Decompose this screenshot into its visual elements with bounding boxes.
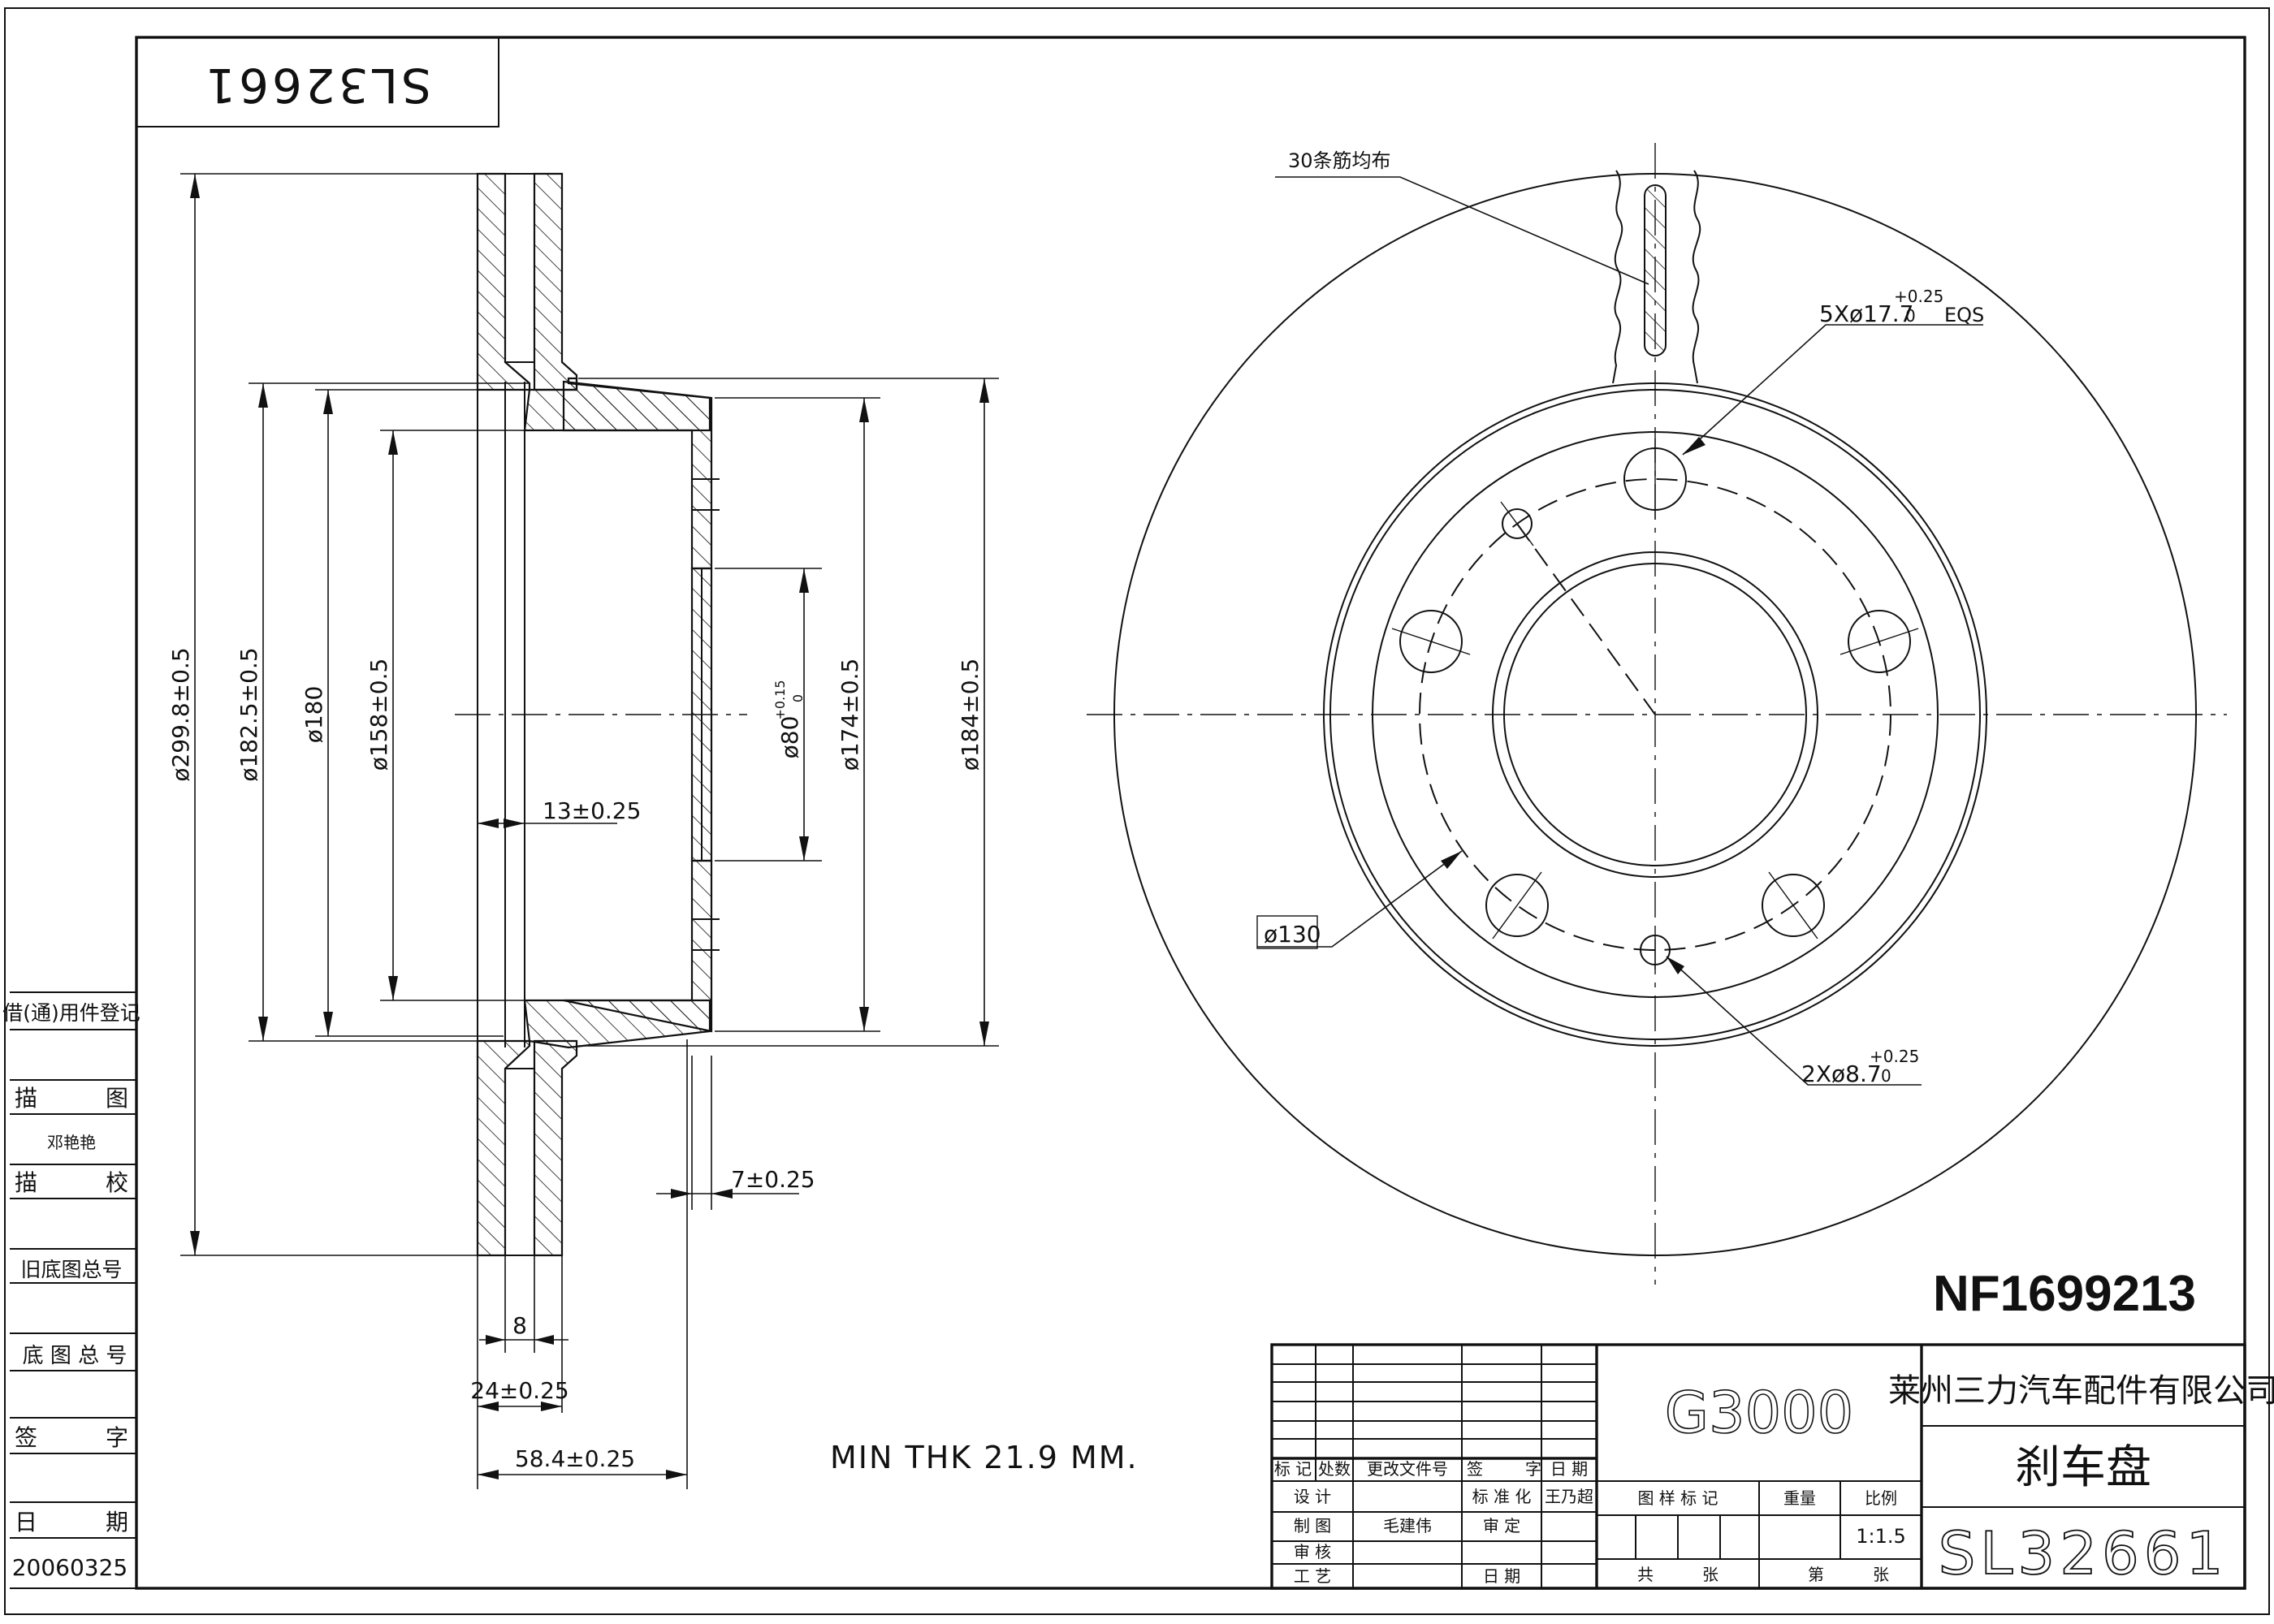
dim-d-158: ø158±0.5	[365, 659, 392, 771]
row-draw: 制 图	[1294, 1516, 1331, 1535]
drawing-number-text: SL32661	[1939, 1519, 2229, 1587]
scale-value: 1:1.5	[1856, 1525, 1906, 1548]
dim-t-584: 58.4±0.25	[515, 1445, 635, 1472]
holes5-label: 5Xø17.7	[1819, 300, 1913, 327]
strip-date-a: 日	[15, 1509, 37, 1535]
strip-date-value: 20060325	[12, 1554, 128, 1581]
bolt-holes	[1391, 438, 1919, 970]
hdr-zi: 字	[1525, 1459, 1541, 1479]
holes5-tol-up: +0.25	[1894, 287, 1943, 306]
dim-d-outer: ø299.8±0.5	[167, 647, 194, 781]
dim-d-80-tol-up: +0.15	[772, 680, 788, 719]
row-review: 审 核	[1294, 1542, 1331, 1561]
sheets-label: 张	[1702, 1565, 1718, 1584]
left-registration-strip: 借(通)用件登记 描 图 邓艳艳 描 校 旧底图总号 底 图 总 号 签 字 日…	[2, 991, 141, 1589]
hdr-change-doc: 更改文件号	[1367, 1459, 1448, 1479]
drawer-name: 毛建伟	[1383, 1516, 1432, 1535]
strip-title: 借(通)用件登记	[2, 1001, 141, 1025]
vane-note: 30条筋均布	[1288, 149, 1391, 172]
dim-d-80-tol-dn: 0	[790, 694, 806, 702]
strip-sign-b: 字	[106, 1424, 128, 1451]
row-date: 日 期	[1483, 1566, 1520, 1586]
inner-frame	[135, 36, 2246, 1590]
dim-t-7: 7±0.25	[731, 1166, 815, 1193]
strip-old-base: 旧底图总号	[20, 1258, 122, 1281]
strip-miao-b: 图	[106, 1085, 128, 1112]
rotated-number-label: SL32661	[202, 58, 431, 113]
total-label: 共	[1637, 1565, 1654, 1584]
strip-sign-a: 签	[15, 1424, 37, 1451]
outer-frame	[4, 7, 2270, 1615]
strip-drafter: 邓艳艳	[47, 1133, 96, 1152]
holes5-tol-dn: 0	[1905, 306, 1916, 326]
vane-cutaway	[1612, 170, 1701, 384]
part-name-text: 刹车盘	[2015, 1441, 2151, 1494]
row-standardize: 标 准 化	[1472, 1487, 1532, 1506]
strip-jiao-a: 描	[15, 1169, 37, 1196]
front-annotations: 30条筋均布 5Xø17.7 +0.25 0 EQS ø130 2Xø8.7 +…	[1256, 149, 1984, 1087]
row-design: 设 计	[1294, 1487, 1331, 1506]
title-block: G3000 莱州三力汽车配件有限公司 刹车盘 SL32661 标 记 处数 更改…	[1270, 1343, 2274, 1590]
hdr-date: 日 期	[1550, 1459, 1588, 1479]
company-text: 莱州三力汽车配件有限公司	[1888, 1372, 2274, 1410]
sample-mark: 图 样 标 记	[1637, 1488, 1718, 1508]
holes2-label: 2Xø8.7	[1801, 1060, 1882, 1087]
hdr-count: 处数	[1318, 1459, 1351, 1479]
dim-d-180: ø180	[300, 686, 327, 744]
dim-d-1825: ø182.5±0.5	[236, 647, 262, 781]
part-number-badge: NF1699213	[1933, 1266, 2196, 1322]
dim-t-13: 13±0.25	[543, 797, 641, 824]
row-process: 工 艺	[1294, 1566, 1331, 1586]
strip-base-no: 底 图 总 号	[23, 1344, 128, 1368]
pcd-label: ø130	[1264, 921, 1321, 948]
holes5-eqs: EQS	[1944, 304, 1984, 326]
material-text: G3000	[1665, 1380, 1853, 1446]
row-approve: 审 定	[1483, 1516, 1520, 1535]
dim-d-80: ø80	[776, 716, 803, 759]
holes2-tol-up: +0.25	[1870, 1047, 1919, 1066]
rotated-number-box: SL32661	[136, 37, 499, 127]
ratio-label: 比例	[1865, 1488, 1897, 1508]
strip-miao-a: 描	[15, 1085, 37, 1112]
section-view: ø299.8±0.5 ø182.5±0.5 ø180 ø158±0.5 ø80 …	[167, 172, 999, 1489]
holes2-tol-dn: 0	[1881, 1066, 1891, 1086]
dim-t-24: 24±0.25	[470, 1377, 568, 1404]
dim-t-8: 8	[512, 1312, 527, 1339]
strip-date-b: 期	[106, 1509, 128, 1535]
front-view	[1087, 143, 2227, 1285]
dim-d-174: ø174±0.5	[837, 659, 863, 771]
nth-label: 第	[1808, 1565, 1824, 1584]
min-thickness-note: MIN THK 21.9 MM.	[830, 1440, 1139, 1475]
std-name: 王乃超	[1545, 1487, 1593, 1506]
dim-d-184: ø184±0.5	[957, 659, 984, 771]
weight-label: 重量	[1783, 1488, 1816, 1508]
hdr-sign: 签	[1467, 1459, 1483, 1479]
hdr-mark: 标 记	[1274, 1459, 1312, 1479]
sheet2-label: 张	[1873, 1565, 1889, 1584]
strip-jiao-b: 校	[106, 1169, 128, 1196]
